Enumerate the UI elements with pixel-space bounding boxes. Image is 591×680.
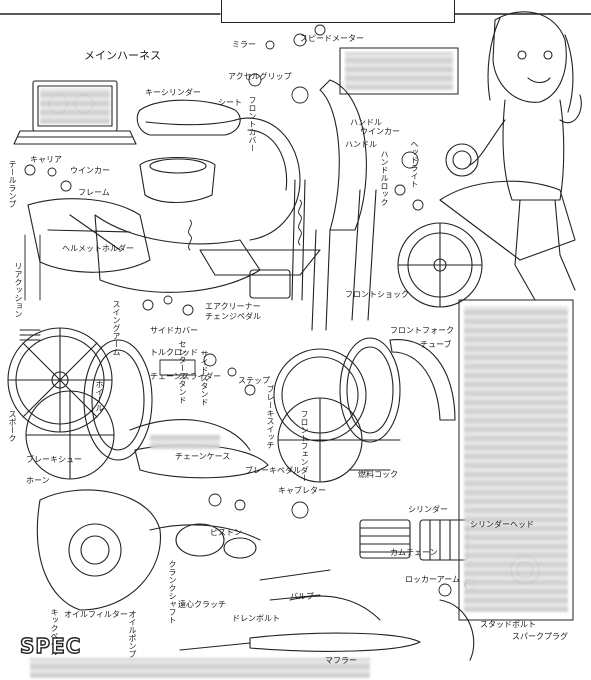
motorcycle-illustration-icon [397,143,576,308]
label-side-stand: サイドスタンド [200,350,209,406]
label-chain-slider: チェーンスライダー [150,372,222,381]
label-swing-arm: スイングアーム [112,300,121,356]
label-center-stand: センタースタンド [178,340,187,404]
label-handle: ハンドル [345,140,377,149]
label-muffler: マフラー [325,656,357,665]
label-brake-shoe: ブレーキシュー [26,455,82,464]
spec-heading: SPEC [19,633,82,658]
girl-rider-illustration-icon [469,11,582,301]
label-handle-lock: ハンドルロック [380,150,389,206]
label-valve: バルブ [290,592,314,601]
label-frame: フレーム [78,188,110,197]
label-chain-adjuster: チェンジペダル [205,312,261,321]
redacted-text-middle [150,435,220,449]
label-cylinder: シリンダー [408,505,448,514]
label-stud-bolt: スタッドボルト [480,620,536,629]
label-cylinder-head: シリンダーヘッド [470,520,534,529]
label-main-harness: メインハーネス [84,49,161,62]
label-cam-chain: カムチェーン [390,548,438,557]
label-helmet-holder: ヘルメットホルダー [62,244,134,253]
label-seat: シート [218,98,242,107]
label-seal: ハンドル [350,118,382,127]
label-carrier: キャリア [30,155,62,164]
label-speedometer: スピードメーター [300,34,364,43]
label-air-cleaner: エアクリーナー [205,302,261,311]
label-tail-lamp: テールランプ [8,160,17,208]
label-head-light: ヘッドライト [410,140,419,188]
label-key-cylinder: キーシリンダー [145,88,201,97]
wheel-icon [7,327,113,433]
redacted-text-right [464,306,568,612]
redacted-text-top [345,52,453,90]
label-tube: チューブ [420,340,452,349]
label-winker-right: ウインカー [360,127,400,136]
label-brake-switch: ブレーキスイッチ [266,385,275,449]
label-spark-plug: スパークプラグ [512,632,568,641]
label-oil-pump: オイルポンプ [128,610,137,658]
label-wheel: ホイール [95,380,104,412]
redacted-text-bottom [30,658,370,678]
label-front-cover: フロントカバー [248,96,257,152]
label-carburetor: キャブレター [278,486,326,495]
label-horn: ホーン [26,476,50,485]
label-fuel-cock: 燃料コック [358,470,398,479]
label-front-fender: フロントフェンダー [300,410,309,482]
label-clutch: 遠心クラッチ [178,600,226,609]
label-oil-filter: オイルフィルター [64,610,128,619]
label-drain-bolt: ドレンボルト [232,614,280,623]
label-kick-pedal: キックペダル [50,608,59,656]
label-brake-pedal: ブレーキペダル [245,466,301,475]
label-piston: ピストン [210,528,242,537]
label-front-fork: フロントフォーク [390,326,454,335]
label-crankshaft: クランクシャフト [168,560,177,624]
label-chain-case: チェーンケース [175,452,231,461]
label-accel-grip: アクセルグリップ [228,72,292,81]
label-mirror: ミラー [232,40,256,49]
label-front-shock: フロントショック [345,290,409,299]
redacted-text-laptop [40,88,110,124]
label-winker-left: ウインカー [70,166,110,175]
header-banner [221,0,455,23]
label-torque-rod: トルクロッド [150,348,198,357]
label-rear-cushion: リアクッション [14,262,23,318]
label-step: ステップ [238,376,270,385]
label-spoke: スポーク [8,410,17,442]
label-rocker-arm: ロッカーアーム [405,575,460,584]
label-side-cover: サイドカバー [150,326,198,335]
